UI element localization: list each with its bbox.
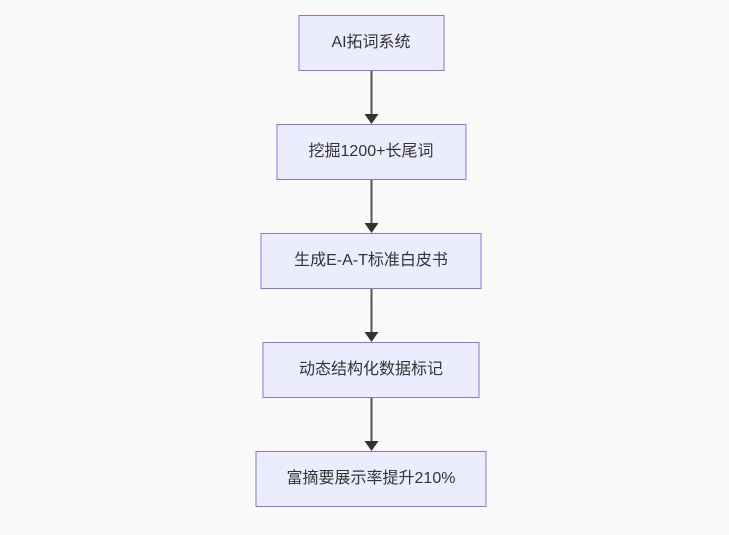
flow-arrow-1 bbox=[364, 71, 378, 124]
node-label: 动态结构化数据标记 bbox=[298, 361, 443, 378]
node-label: AI拓词系统 bbox=[331, 34, 411, 51]
arrowhead-down-icon bbox=[364, 441, 378, 451]
node-eat-whitepaper: 生成E-A-T标准白皮书 bbox=[260, 233, 482, 289]
edge-line bbox=[370, 398, 372, 441]
flow-arrow-3 bbox=[364, 289, 378, 342]
flow-arrow-2 bbox=[364, 180, 378, 233]
node-ai-expansion-system: AI拓词系统 bbox=[298, 15, 444, 71]
flow-arrow-4 bbox=[364, 398, 378, 451]
arrowhead-down-icon bbox=[364, 223, 378, 233]
node-label: 挖掘1200+长尾词 bbox=[308, 143, 434, 160]
node-structured-data-markup: 动态结构化数据标记 bbox=[262, 342, 480, 398]
edge-line bbox=[370, 289, 372, 332]
node-longtail-keywords: 挖掘1200+长尾词 bbox=[276, 124, 466, 180]
arrowhead-down-icon bbox=[364, 114, 378, 124]
flowchart: AI拓词系统 挖掘1200+长尾词 生成E-A-T标准白皮书 动态结构化数据标记 bbox=[255, 15, 487, 507]
edge-line bbox=[370, 180, 372, 223]
node-label: 生成E-A-T标准白皮书 bbox=[294, 252, 448, 269]
node-rich-snippet-rate: 富摘要展示率提升210% bbox=[255, 451, 487, 507]
edge-line bbox=[370, 71, 372, 114]
arrowhead-down-icon bbox=[364, 332, 378, 342]
node-label: 富摘要展示率提升210% bbox=[286, 470, 456, 487]
